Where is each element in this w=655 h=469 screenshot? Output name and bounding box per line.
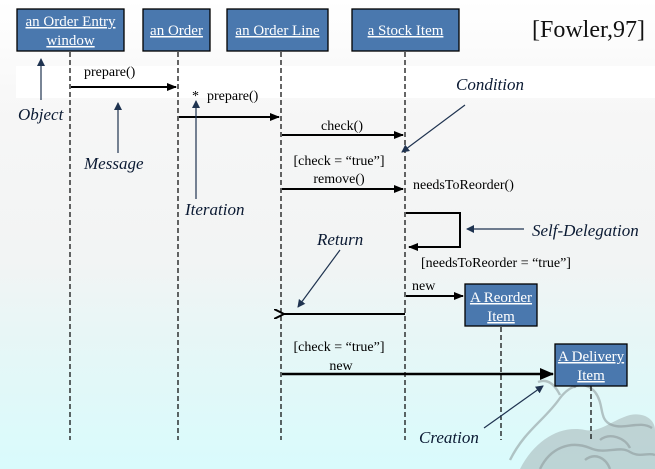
message-label: check() <box>321 119 363 134</box>
object-label: a Stock Item <box>368 23 444 39</box>
annotation-label: Message <box>83 154 144 173</box>
annotation-label: Iteration <box>184 200 245 219</box>
object-label: A Reorder <box>470 290 532 306</box>
message-prepare-1: prepare() <box>71 65 177 91</box>
message-label: new <box>412 279 436 294</box>
reference-label: [Fowler,97] <box>532 17 645 43</box>
message-label: prepare() <box>207 89 259 104</box>
object-label: Item <box>577 368 605 384</box>
object-label: A Delivery <box>558 349 625 365</box>
object-label: an Order <box>150 23 203 39</box>
iteration-marker: * <box>192 89 199 104</box>
annotation-label: Condition <box>456 75 524 94</box>
annotation-label: Object <box>18 105 65 124</box>
message-new-reorder: new <box>406 279 464 300</box>
object-label: window <box>46 33 95 49</box>
guard-label: [check = “true”] <box>293 154 384 169</box>
guard-label: [check = “true”] <box>293 340 384 355</box>
highlight-band <box>16 66 655 98</box>
message-self-delegation: [needsToReorder = “true”] <box>406 212 571 271</box>
annotation-message: Message <box>83 102 144 173</box>
message-label: remove() <box>313 172 365 187</box>
annotation-condition: Condition <box>401 75 524 153</box>
object-order-line[interactable]: an Order Line <box>226 8 329 52</box>
object-reorder-item[interactable]: A Reorder Item <box>464 283 538 327</box>
message-label-needs-to-reorder: needsToReorder() <box>413 178 514 193</box>
object-label: an Order Line <box>235 23 319 39</box>
message-label: new <box>329 359 353 374</box>
annotation-label: Creation <box>419 428 479 447</box>
object-delivery-item[interactable]: A Delivery Item <box>554 343 628 387</box>
message-label: prepare() <box>84 65 136 80</box>
message-remove: [check = “true”] remove() <box>282 154 404 193</box>
annotation-creation: Creation <box>419 385 544 447</box>
annotation-label: Return <box>316 230 363 249</box>
object-order-entry-window[interactable]: an Order Entry window <box>16 8 125 52</box>
object-label: an Order Entry <box>26 14 116 30</box>
annotation-object: Object <box>18 58 65 124</box>
annotation-return: Return <box>297 230 363 308</box>
guard-label: [needsToReorder = “true”] <box>421 256 571 271</box>
object-order[interactable]: an Order <box>142 8 211 52</box>
annotation-label: Self-Delegation <box>532 221 639 240</box>
message-new-delivery: [check = “true”] new <box>282 340 554 380</box>
message-check: check() <box>282 119 404 139</box>
annotation-iteration: Iteration <box>184 100 245 219</box>
annotation-self-delegation: Self-Delegation <box>466 221 639 240</box>
object-stock-item[interactable]: a Stock Item <box>351 8 460 52</box>
object-label: Item <box>487 309 515 325</box>
dragon-watermark-icon <box>508 368 655 469</box>
